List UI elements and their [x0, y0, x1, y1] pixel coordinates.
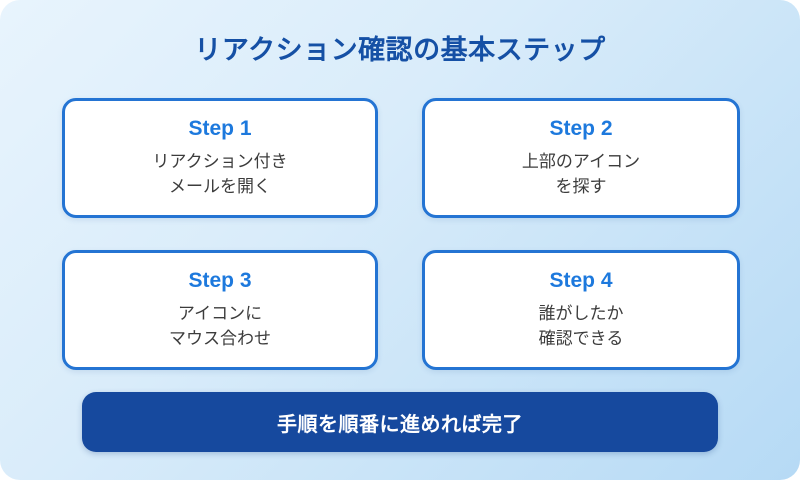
step-card-4: Step 4 誰がしたか 確認できる — [422, 250, 740, 370]
step-1-label: Step 1 — [188, 117, 252, 140]
step-3-text-line-2: マウス合わせ — [169, 329, 271, 348]
step-card-3: Step 3 アイコンに マウス合わせ — [62, 250, 378, 370]
step-card-1: Step 1 リアクション付き メールを開く — [62, 98, 378, 218]
step-1-text-line-2: メールを開く — [169, 177, 271, 196]
step-2-text-line-1: 上部のアイコン — [521, 152, 641, 171]
step-3-label: Step 3 — [188, 269, 252, 292]
steps-grid: Step 1 リアクション付き メールを開く Step 2 上部のアイコン を探… — [62, 98, 740, 370]
completion-banner: 手順を順番に進めれば完了 — [82, 392, 718, 452]
step-1-text-line-1: リアクション付き — [152, 152, 288, 171]
step-2-label: Step 2 — [549, 117, 613, 140]
step-3-text-line-1: アイコンに — [177, 304, 263, 323]
step-4-text-line-1: 誰がしたか — [538, 304, 624, 323]
completion-banner-label: 手順を順番に進めれば完了 — [277, 413, 523, 436]
page-title: リアクション確認の基本ステップ — [194, 35, 606, 65]
step-2-text-line-2: を探す — [555, 177, 607, 196]
step-card-2: Step 2 上部のアイコン を探す — [422, 98, 740, 218]
step-4-text-line-2: 確認できる — [538, 329, 624, 348]
step-4-label: Step 4 — [549, 269, 613, 292]
